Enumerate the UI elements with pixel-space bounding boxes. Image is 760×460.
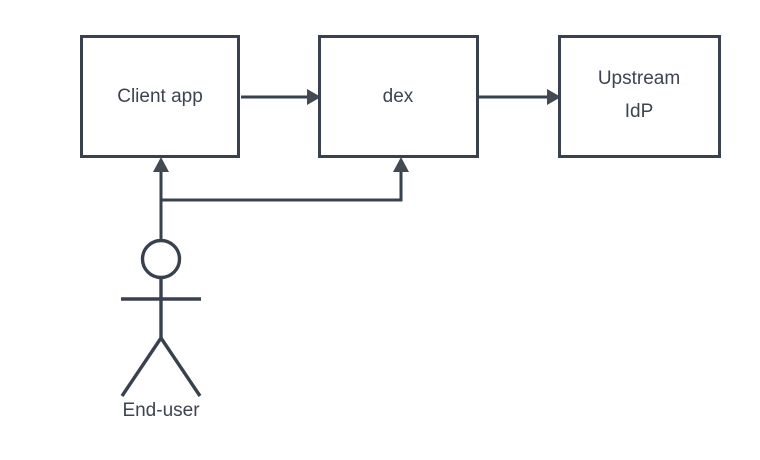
edge-end-user-to-dex (161, 157, 409, 202)
actor-left-leg-line (120, 337, 163, 397)
arrow-head-icon (547, 89, 561, 105)
edge-client-app-to-dex (241, 89, 321, 105)
arrow-head-icon (393, 157, 409, 172)
node-client-app-label: Client app (117, 86, 203, 107)
node-dex[interactable]: dex (318, 35, 479, 158)
actor-right-leg-line (159, 337, 202, 397)
actor-end-user[interactable]: End-user (120, 238, 202, 422)
edge-end-user-to-dex-line (161, 172, 403, 202)
node-upstream-idp-label-line1: Upstream (598, 68, 680, 89)
node-client-app[interactable]: Client app (80, 35, 240, 158)
node-upstream-idp[interactable]: Upstream IdP (558, 35, 721, 158)
node-dex-label: dex (383, 86, 414, 107)
node-dex-rect[interactable] (318, 35, 479, 158)
node-upstream-idp-rect[interactable] (558, 35, 721, 158)
node-client-app-rect[interactable] (80, 35, 240, 158)
actor-head-icon (140, 238, 182, 280)
node-upstream-idp-label-line2: IdP (625, 101, 654, 122)
arrow-head-icon (153, 157, 169, 172)
actor-end-user-label: End-user (122, 400, 200, 421)
edge-dex-to-upstream-idp (479, 89, 561, 105)
arrow-head-icon (307, 89, 321, 105)
edge-end-user-to-client-app (153, 157, 169, 240)
